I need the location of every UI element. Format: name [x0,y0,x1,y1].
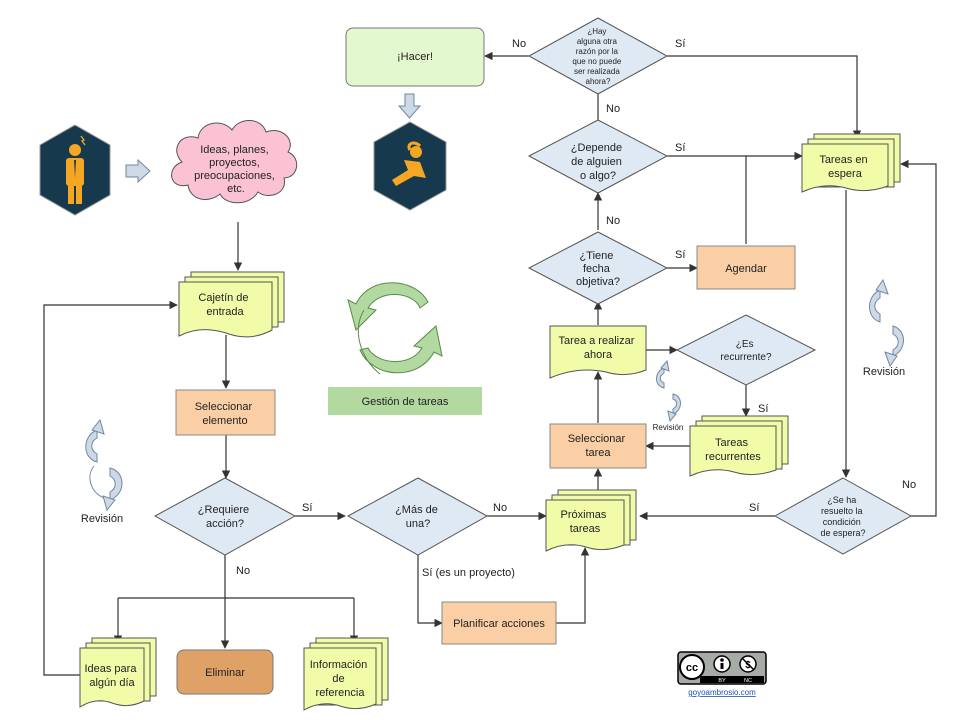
schedule-node: Agendar [696,245,796,290]
next-tasks-node: Próximas tareas [545,489,637,552]
wait-resolved-decision: ¿Se ha resuelto la condición de espera? [773,477,913,555]
depends-decision: ¿Depende de alguien o algo? [527,119,669,194]
svg-text:¿Es recurrente?: ¿Es recurrente? [720,339,772,363]
requires-action-decision: ¿Requiere acción? [153,477,297,556]
label-no-requires: No [236,565,250,577]
delete-node: Eliminar [176,649,274,695]
svg-text:¿Depende de alguien: ¿Depende de alguien o algo? [571,142,625,182]
reference-node: Información de referencia [303,637,389,711]
other-reason-decision: ¿Hay alguna otra razón por la que no pue… [527,17,669,95]
svg-text:$: $ [745,660,751,671]
select-element-node: Seleccionar elemento [175,389,276,436]
task-management-label: Gestión de tareas [328,387,482,415]
label-yes-project: Sí (es un proyecto) [422,567,515,579]
review-right-label: Revisión [863,366,905,378]
has-due-date-decision: ¿Tiene fecha objetiva? [527,231,669,305]
svg-text:Gestión de tareas: Gestión de tareas [362,396,449,408]
label-yes-recurrent: Sí [758,403,768,415]
plan-actions-node: Planificar acciones [441,601,557,645]
review-small-label: Revisión [653,423,684,432]
more-than-one-decision: ¿Más de una? [346,477,489,556]
svg-text:¿Más de una?: ¿Más de una? [395,504,441,530]
inbox-node: Cajetín de entrada [178,271,285,338]
is-recurrent-decision: ¿Es recurrente? [675,314,817,386]
svg-text:¿Requiere acción?: ¿Requiere acción? [198,504,252,530]
cloud-ideas: Ideas, planes, proyectos, preocupaciones… [171,120,298,204]
svg-text:¿Hay alguna otra r: ¿Hay alguna otra razón por la que no pue… [572,27,623,86]
cloud-line-4: etc. [227,183,245,195]
svg-text:¿Se ha resuelto la: ¿Se ha resuelto la condición de espera? [820,495,865,538]
someday-node: Ideas para algún día [79,637,157,708]
svg-text:Eliminar: Eliminar [205,667,245,679]
svg-text:Tarea a realizar ahora: Tarea a realizar ahora [559,335,638,361]
edge-someday-inbox [43,300,178,676]
svg-text:Planificar acciones: Planificar acciones [453,618,545,630]
cc-text: cc [686,662,698,674]
cc-license-badge: cc $ BY NC [677,651,767,685]
task-management-cycle-icon [347,282,443,375]
label-yes-due: Sí [675,249,685,261]
down-arrow-icon [397,93,422,119]
task-now-node: Tarea a realizar ahora [549,325,647,379]
relaxed-person-icon [373,121,447,211]
review-cycle-left-icon [85,418,123,512]
svg-text:Ideas para algún día: Ideas para algún día [84,663,139,689]
label-yes-depends: Sí [675,142,685,154]
label-yes-requires: Sí [302,502,312,514]
do-it-node: ¡Hacer! [345,27,485,87]
review-cycle-small-icon [656,359,681,423]
edge-labels: Sí No No Sí (es un proyecto) Sí No Sí No… [236,38,916,579]
edge-resolved-waiting [900,159,937,517]
svg-text:Tareas en espera: Tareas en espera [819,154,870,180]
edge-plan-next [556,547,590,624]
label-no-resolved: No [902,479,916,491]
svg-text:Agendar: Agendar [725,263,767,275]
svg-text:¿Tiene fecha objet: ¿Tiene fecha objetiva? [576,250,620,288]
svg-text:Seleccionar elemento: Seleccionar elemento [195,401,256,427]
cloud-line-3: preocupaciones, [194,170,275,182]
waiting-tasks-node: Tareas en espera [801,133,901,193]
label-yes-resolved: Sí [749,502,759,514]
right-arrow-icon [125,158,151,184]
edges [43,51,937,676]
svg-text:¡Hacer!: ¡Hacer! [397,51,433,63]
svg-text:Cajetín de entrada: Cajetín de entrada [198,292,251,318]
svg-text:Próximas tareas: Próximas tareas [561,509,610,535]
label-no-more: No [493,502,507,514]
recurrent-tasks-node: Tareas recurrentes [689,415,789,477]
nc-text: NC [744,678,752,684]
by-text: BY [718,678,726,684]
review-left-label: Revisión [81,513,123,525]
svg-text:Información de ref: Información de referencia [310,659,371,699]
svg-text:Ideas, planes, proyectos: Ideas, planes, proyectos, preocupaciones… [194,144,278,195]
review-cycle-right-icon [869,278,904,368]
edge-more-plan [417,555,443,628]
cloud-line-1: Ideas, planes, [200,144,269,156]
edge-reason-waiting [667,55,862,139]
author-link[interactable]: goyoambrosio.com [688,688,756,697]
label-no-due: No [606,215,620,227]
select-task-node: Seleccionar tarea [549,423,647,469]
stressed-person-icon [39,124,111,216]
cloud-line-2: proyectos, [209,157,260,169]
svg-text:Seleccionar tarea: Seleccionar tarea [568,433,629,459]
label-no-depends: No [606,103,620,115]
label-yes-reason: Sí [675,38,685,50]
svg-text:Tareas recurrentes: Tareas recurrentes [705,437,761,463]
label-no-reason: No [512,38,526,50]
